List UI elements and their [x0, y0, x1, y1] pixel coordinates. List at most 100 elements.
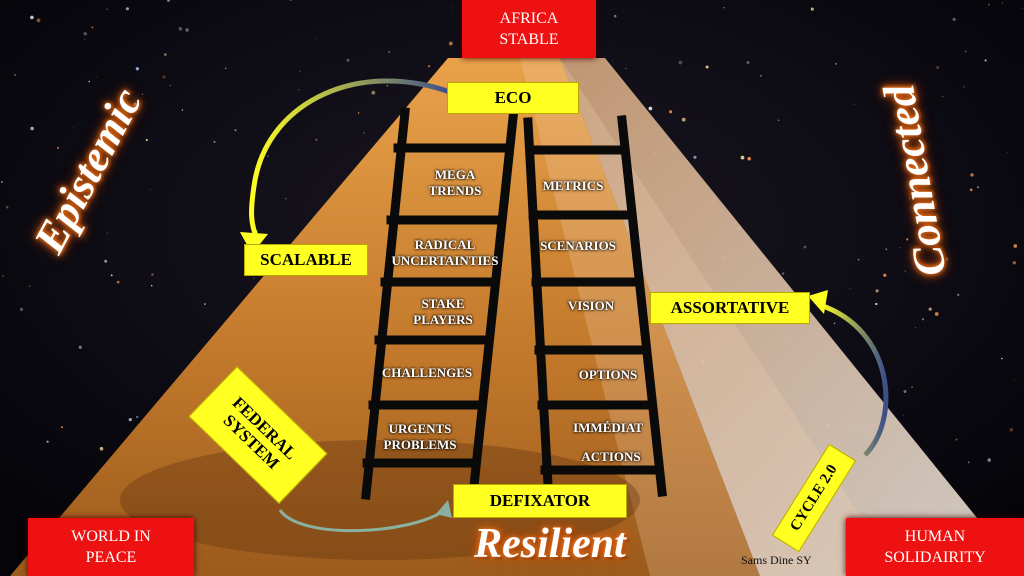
star: [613, 14, 617, 18]
star: [116, 280, 120, 284]
star: [970, 173, 974, 177]
star: [899, 247, 901, 249]
star: [164, 53, 167, 56]
star: [648, 106, 653, 111]
star: [1, 181, 3, 183]
star: [875, 289, 879, 293]
star: [956, 293, 960, 297]
star: [145, 138, 148, 142]
star: [178, 27, 183, 31]
star: [624, 67, 627, 70]
star: [723, 7, 725, 9]
star: [169, 84, 171, 87]
star: [135, 415, 139, 419]
star: [84, 38, 86, 41]
left-ladder-rail-left: [361, 107, 410, 500]
star: [133, 102, 137, 106]
arrow-eco-to-scalable: [249, 78, 451, 242]
star: [669, 4, 671, 5]
ladder-right-step-4: OPTIONS: [578, 367, 638, 382]
star: [885, 248, 888, 251]
ladder-right-step-3: VISION: [567, 298, 615, 313]
star: [60, 426, 64, 429]
star: [363, 131, 365, 134]
star: [386, 84, 389, 87]
star: [849, 287, 851, 289]
star: [760, 75, 762, 77]
ladder-right-step-6: ACTIONS: [581, 449, 641, 464]
star: [315, 37, 316, 39]
star: [1013, 244, 1018, 248]
star: [1012, 261, 1016, 265]
star: [803, 245, 807, 249]
star: [895, 96, 896, 97]
ladder-left-step-5: URGENTS PROBLEMS: [383, 421, 457, 452]
star: [945, 257, 949, 261]
star: [346, 58, 350, 62]
star: [857, 258, 860, 261]
star: [777, 119, 780, 122]
right-ladder-rail-right: [617, 115, 667, 497]
star: [315, 138, 318, 141]
human-solidairity-box: HUMAN SOLIDAIRITY: [846, 518, 1024, 576]
star: [371, 90, 376, 95]
star: [747, 156, 751, 161]
star: [88, 80, 91, 83]
star: [298, 89, 300, 91]
star: [106, 232, 109, 234]
star: [19, 307, 24, 312]
star: [151, 273, 154, 276]
star: [162, 75, 166, 79]
star: [964, 50, 967, 53]
star: [1001, 357, 1003, 360]
star: [1002, 2, 1003, 4]
star: [299, 70, 301, 72]
star: [86, 240, 87, 242]
star: [267, 155, 269, 157]
star: [57, 146, 60, 149]
resilient-label: Resilient: [474, 521, 626, 567]
scalable-label: SCALABLE: [244, 244, 368, 276]
star: [693, 155, 697, 159]
star: [213, 140, 216, 143]
star: [681, 117, 686, 122]
star: [921, 318, 925, 321]
star: [705, 65, 709, 69]
arrow-cycle-to-assortative: [819, 302, 889, 457]
star: [942, 96, 944, 98]
star: [181, 109, 184, 111]
star: [853, 103, 855, 106]
ladder-left-step-1: MEGA TRENDS: [428, 167, 482, 198]
star: [253, 277, 255, 279]
star: [835, 63, 837, 65]
star: [962, 86, 965, 88]
star: [987, 458, 991, 462]
star: [388, 50, 391, 54]
left-ladder: [361, 107, 518, 500]
star: [977, 186, 980, 189]
star: [99, 446, 104, 451]
right-ladder-rail-left: [523, 117, 553, 490]
star: [915, 326, 917, 328]
star: [864, 160, 865, 162]
star: [883, 273, 887, 277]
star: [95, 76, 97, 78]
star: [906, 238, 909, 241]
ladder-left-step-4: CHALLENGES: [381, 365, 473, 380]
star: [875, 302, 878, 306]
star: [167, 0, 170, 2]
star: [452, 7, 454, 9]
assortative-label: ASSORTATIVE: [650, 292, 810, 324]
ladder-right-step-1: METRICS: [542, 178, 604, 193]
star: [142, 93, 144, 95]
ladder-right-step-5: IMMÉDIAT: [573, 420, 643, 435]
star: [1009, 428, 1014, 432]
star: [903, 415, 904, 417]
star: [110, 274, 113, 277]
arrow-head-scalable: [240, 232, 268, 254]
world-in-peace-box: WORLD IN PEACE: [28, 518, 194, 576]
arrow-federal-to-defixator: [278, 508, 446, 533]
star: [185, 28, 189, 32]
star: [904, 270, 906, 272]
star: [78, 345, 82, 349]
